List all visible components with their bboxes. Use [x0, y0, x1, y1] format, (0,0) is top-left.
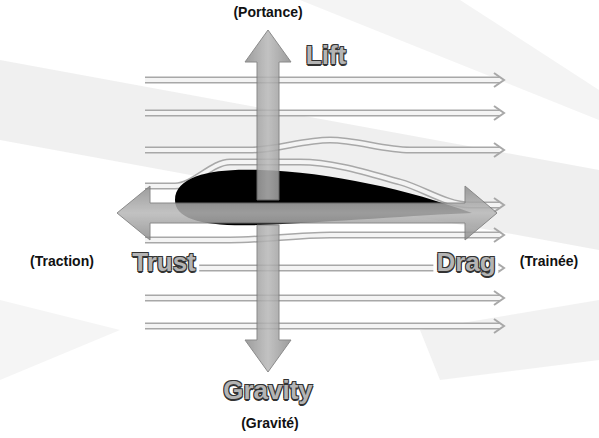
airflow-head: [494, 73, 504, 87]
french-label: (Portance): [231, 5, 304, 20]
french-label: (Gravité): [239, 416, 301, 431]
airflow-head: [494, 198, 504, 212]
airflow-line: [145, 73, 504, 87]
airflow-head: [494, 143, 504, 157]
airflow-outline: [145, 110, 500, 117]
airflow-inner: [145, 296, 500, 300]
force-label: Lift: [303, 41, 349, 70]
french-label: (Traction): [28, 254, 96, 269]
airflow-line: [145, 319, 504, 333]
airflow-head: [494, 319, 504, 333]
french-label: (Trainée): [518, 254, 580, 269]
airflow-outline: [145, 77, 500, 84]
force-arrows: [117, 30, 497, 372]
airflow-head: [494, 106, 504, 120]
force-label: Trust: [129, 248, 199, 277]
airflow-inner: [145, 324, 500, 328]
lift-arrow: [245, 30, 291, 200]
airflow-inner: [145, 235, 500, 240]
airflow-head: [494, 291, 504, 305]
airflow-inner: [145, 78, 500, 82]
airflow-line: [145, 140, 504, 157]
airflow-line: [145, 291, 504, 305]
airflow-line: [145, 106, 504, 120]
gravity-arrow: [245, 225, 291, 372]
airflow-inner: [145, 140, 500, 150]
airflow-head: [494, 228, 504, 242]
force-label: Drag: [433, 248, 498, 277]
airflow-outline: [145, 235, 500, 240]
background-plane: [0, 0, 599, 380]
airflow-inner: [145, 111, 500, 115]
airflow-outline: [145, 323, 500, 330]
thrust-drag-arrow: [117, 186, 497, 240]
airflow-outline: [145, 140, 500, 150]
airflow-outline: [145, 295, 500, 302]
airflow-line: [145, 228, 504, 242]
force-label: Gravity: [220, 376, 316, 405]
